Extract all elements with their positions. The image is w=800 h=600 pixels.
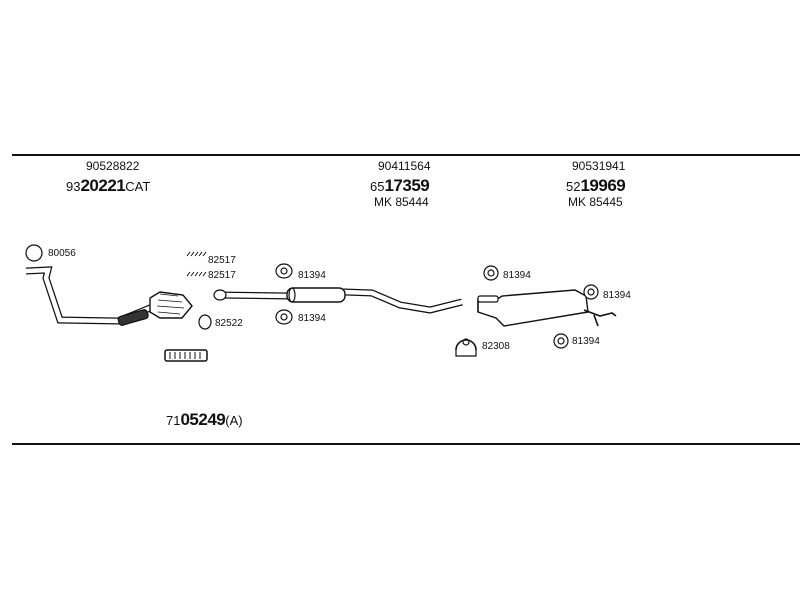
clamp-icon [455, 338, 477, 357]
section-3-ref: 90531941 [572, 159, 626, 173]
hanger-rear-left-icon [483, 265, 499, 281]
seal-ring-icon [25, 244, 43, 262]
assembly-number-suffix: (A) [225, 413, 243, 428]
hanger-front-bottom-icon [275, 309, 293, 325]
assembly-number-main: 05249 [180, 410, 226, 429]
section-1-part-prefix: 93 [66, 179, 81, 194]
section-1-part-number: 9320221CAT [66, 177, 150, 194]
callout-hanger-rear-right: 81394 [603, 290, 631, 301]
hanger-rear-right-icon [583, 284, 599, 300]
callout-hanger-front-bottom: 81394 [298, 313, 326, 324]
section-1-ref: 90528822 [86, 159, 140, 173]
callout-ring: 80056 [48, 248, 76, 259]
callout-clamp: 82308 [482, 341, 510, 352]
assembly-number-prefix: 71 [166, 413, 181, 428]
callout-gasket: 82522 [215, 318, 243, 329]
intermediate-pipe-icon [213, 287, 463, 314]
section-2-part-prefix: 65 [370, 179, 385, 194]
section-2-part-number: 6517359 [370, 176, 430, 195]
bottom-rule [12, 443, 800, 445]
section-3-part-prefix: 52 [566, 179, 581, 194]
section-3-part-main: 19969 [580, 176, 626, 195]
callout-hanger-rear-bottom: 81394 [572, 336, 600, 347]
flex-pipe-icon [164, 349, 208, 362]
section-3-part-number: 5219969 [566, 176, 626, 195]
top-rule [12, 154, 800, 156]
callout-bolt-a: 82517 [208, 255, 236, 266]
rear-silencer-icon [477, 289, 617, 327]
callout-hanger-rear-left: 81394 [503, 270, 531, 281]
gasket-icon [198, 314, 212, 330]
hanger-rear-bottom-icon [553, 333, 569, 349]
section-1-part-suffix: CAT [125, 179, 151, 194]
section-2-part-main: 17359 [384, 176, 430, 195]
bolt-set-b-icon [186, 271, 207, 277]
hanger-front-top-icon [275, 263, 293, 279]
section-1-part-main: 20221 [80, 176, 126, 195]
section-3-mk: MK 85445 [568, 195, 623, 209]
catalytic-converter-icon [149, 291, 193, 319]
section-2-ref: 90411564 [378, 159, 431, 173]
assembly-number: 7105249(A) [166, 411, 243, 428]
callout-bolt-b: 82517 [208, 270, 236, 281]
section-2-mk: MK 85444 [374, 195, 429, 209]
bolt-set-a-icon [186, 251, 207, 257]
callout-hanger-front-top: 81394 [298, 270, 326, 281]
